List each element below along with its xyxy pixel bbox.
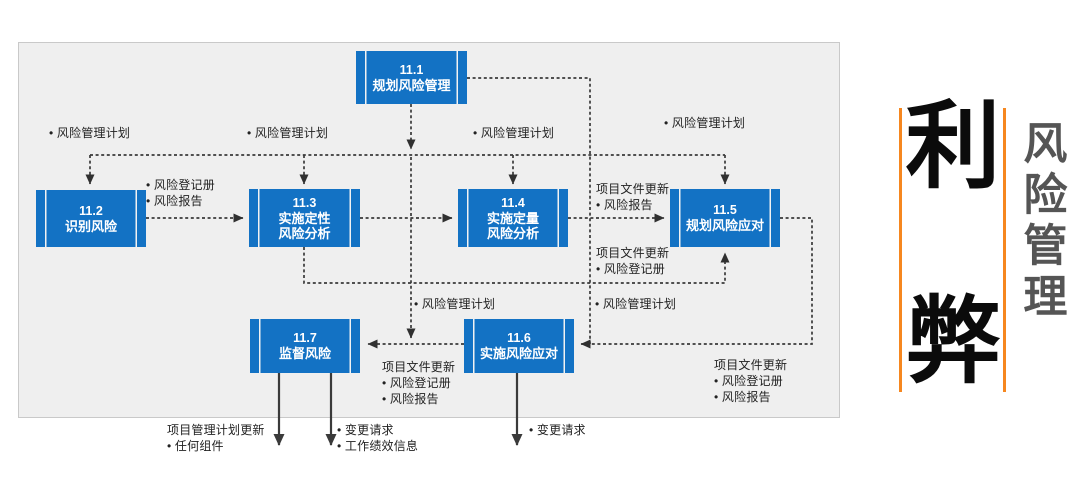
process-id: 11.4 — [501, 195, 525, 210]
process-box-11-2: 11.2 识别风险 — [36, 190, 146, 247]
io-label-change-requests-wpi: • 变更请求 • 工作绩效信息 — [337, 423, 419, 453]
process-name: 规划风险管理 — [372, 77, 451, 93]
process-name: 识别风险 — [64, 218, 117, 234]
process-id: 11.7 — [293, 331, 317, 345]
io-label-risk-mgmt-plan-5: • 风险管理计划 — [414, 297, 496, 311]
io-label-risk-mgmt-plan-4: • 风险管理计划 — [664, 116, 746, 130]
accent-line-right — [1003, 108, 1006, 392]
process-box-11-5: 11.5 规划风险应对 — [670, 189, 780, 247]
io-label-doc-updates-right: 项目文件更新 • 风险登记册 • 风险报告 — [714, 358, 788, 404]
io-label-risk-mgmt-plan-1: • 风险管理计划 — [49, 126, 131, 140]
process-name: 监督风险 — [278, 346, 331, 361]
io-label-risk-register-report: • 风险登记册 • 风险报告 — [146, 178, 215, 208]
io-label-risk-mgmt-plan-2: • 风险管理计划 — [247, 126, 329, 140]
process-name: 实施定性 风险分析 — [278, 210, 331, 241]
con-character: 弊 — [905, 289, 1001, 395]
io-label-risk-mgmt-plan-6: • 风险管理计划 — [595, 297, 677, 311]
io-label-pm-plan-updates: 项目管理计划更新 • 任何组件 — [167, 423, 265, 453]
vertical-title: 风险管理 — [1016, 120, 1066, 324]
process-id: 11.6 — [507, 331, 531, 345]
process-box-11-3: 11.3 实施定性 风险分析 — [249, 189, 360, 247]
io-label-risk-mgmt-plan-3: • 风险管理计划 — [473, 126, 555, 140]
process-id: 11.1 — [399, 62, 424, 77]
process-name: 规划风险应对 — [685, 218, 764, 233]
pro-character: 利 — [905, 94, 1001, 200]
process-box-11-1: 11.1 规划风险管理 — [356, 51, 467, 104]
process-name: 实施风险应对 — [479, 346, 558, 361]
process-box-11-6: 11.6 实施风险应对 — [464, 319, 574, 373]
io-label-doc-updates-116-117: 项目文件更新 • 风险登记册 • 风险报告 — [382, 360, 456, 406]
process-name: 实施定量 风险分析 — [486, 210, 539, 241]
process-box-11-7: 11.7 监督风险 — [250, 319, 360, 373]
accent-line-left — [899, 108, 902, 392]
process-id: 11.5 — [713, 203, 737, 217]
process-box-11-4: 11.4 实施定量 风险分析 — [458, 189, 568, 247]
process-id: 11.2 — [79, 203, 103, 218]
io-label-doc-updates-report: 项目文件更新 • 风险报告 — [596, 182, 670, 212]
io-label-change-requests: • 变更请求 — [529, 423, 586, 437]
io-label-doc-updates-register: 项目文件更新 • 风险登记册 — [596, 246, 670, 276]
process-id: 11.3 — [292, 195, 317, 210]
